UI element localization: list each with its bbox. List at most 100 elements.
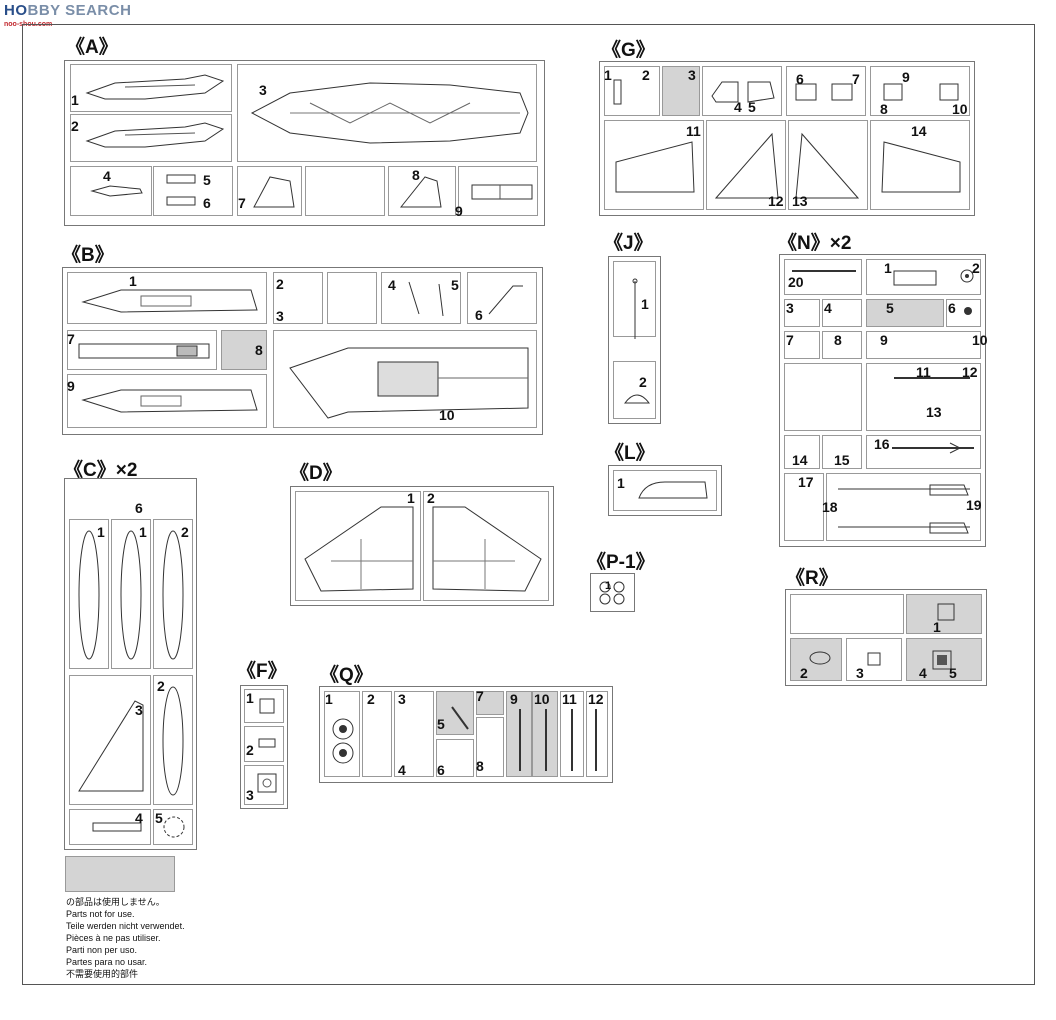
upper-fuselage-part (250, 82, 529, 144)
part-number: 1 (641, 296, 649, 312)
sprue-cell (784, 331, 820, 359)
unused-parts-swatch (65, 856, 175, 892)
drop-tank-part (78, 530, 100, 660)
part-number: 3 (276, 308, 284, 324)
part-number: 9 (902, 69, 910, 85)
sprue-title-c: 《C》×2 (64, 460, 138, 481)
part-number: 16 (874, 436, 890, 452)
fin-part (399, 176, 442, 208)
sprue-cell (67, 374, 267, 428)
sprue-cell (784, 435, 820, 469)
part-number: 4 (135, 810, 143, 826)
part-number: 5 (203, 172, 211, 188)
drop-tank-part (162, 530, 184, 660)
sprue-title-d: 《D》 (290, 463, 342, 484)
part-number: 5 (437, 716, 445, 732)
sprue-cell (70, 114, 232, 162)
sprue-f: 1 2 3 (240, 685, 288, 809)
sprue-cell (870, 120, 970, 210)
intake-part (711, 81, 775, 103)
part-number: 3 (688, 67, 696, 83)
fuselage-half-part (85, 122, 225, 148)
cockpit-tub-part (78, 343, 210, 359)
part-number: 3 (398, 691, 406, 707)
part-number: 2 (642, 67, 650, 83)
part-number: 20 (788, 274, 804, 290)
sprue-r: 1 2 3 4 5 (785, 589, 987, 686)
small-part (809, 651, 831, 665)
seat-part (937, 603, 955, 621)
part-number: 4 (103, 168, 111, 184)
part-number: 13 (926, 404, 942, 420)
wheel-part (332, 718, 354, 764)
lower-fuselage-part (289, 347, 529, 419)
part-number: 11 (686, 123, 701, 139)
sprue-cell (436, 739, 474, 777)
seat-part (932, 650, 952, 670)
small-part (964, 307, 972, 315)
fuselage-half-part (81, 389, 258, 413)
sprue-cell (467, 272, 537, 324)
part-number: 9 (67, 378, 75, 394)
part-number: 7 (852, 71, 860, 87)
sprue-cell (846, 638, 902, 681)
missile-part (595, 709, 597, 771)
part-number: 1 (933, 619, 941, 635)
sprue-cell (476, 717, 504, 777)
part-number: 1 (246, 690, 254, 706)
sprue-title-q: 《Q》 (320, 665, 373, 686)
part-number: 1 (71, 92, 79, 108)
part-number: 12 (768, 193, 784, 209)
sprue-cell (394, 691, 434, 777)
sprue-cell (790, 594, 904, 634)
sprue-title-f: 《F》 (237, 661, 287, 682)
missile-part (892, 442, 974, 454)
part-number: 3 (135, 702, 143, 718)
sprue-title-p1: 《P-1》 (587, 552, 655, 573)
part-number: 8 (476, 758, 484, 774)
sprue-cell (866, 259, 981, 295)
small-part (893, 270, 937, 286)
canopy-part (638, 481, 708, 499)
part-number: 2 (246, 742, 254, 758)
sprue-j: 1 2 (608, 256, 661, 424)
note-line: Parts not for use. (66, 909, 135, 919)
sprue-cell (305, 166, 385, 216)
canopy-part (623, 394, 651, 404)
intake-part (795, 83, 853, 101)
sprue-title-a: 《A》 (66, 37, 118, 58)
note-line: の部品は使用しません。 (66, 897, 165, 907)
part-number: 7 (476, 688, 484, 704)
small-part (258, 738, 276, 748)
unused-part-cell (662, 66, 700, 116)
sprue-cell (822, 331, 862, 359)
part-number: 5 (886, 300, 894, 316)
part-number: 12 (962, 364, 978, 380)
sprue-cell (153, 519, 193, 669)
small-part (90, 185, 143, 197)
sprue-cell (244, 689, 284, 723)
sprue-l: 1 (608, 465, 722, 516)
drop-tank-part (162, 686, 184, 796)
part-number: 6 (475, 307, 483, 323)
wing-part (432, 506, 542, 592)
sprue-cell (866, 363, 981, 431)
stabilizer-part (881, 141, 961, 193)
sprue-cell (69, 519, 109, 669)
fuselage-half-part (81, 289, 258, 313)
watermark-brand: HOBBY SEARCH (4, 2, 132, 19)
small-part (867, 652, 881, 666)
small-part (471, 184, 533, 200)
sprue-d: 1 2 (290, 486, 554, 606)
sprue-g: 1 2 3 4 5 6 7 8 9 10 11 12 13 14 (599, 61, 975, 216)
unused-part-cell (476, 691, 504, 715)
note-line: Pièces à ne pas utiliser. (66, 933, 161, 943)
part-number: 2 (639, 374, 647, 390)
sprue-cell (946, 299, 981, 327)
sprue-cell (784, 299, 820, 327)
part-number: 14 (792, 452, 808, 468)
sprue-cell (788, 120, 868, 210)
sprue-cell (604, 66, 660, 116)
missile-part (519, 709, 521, 771)
sprue-p1: 1 (590, 573, 635, 612)
